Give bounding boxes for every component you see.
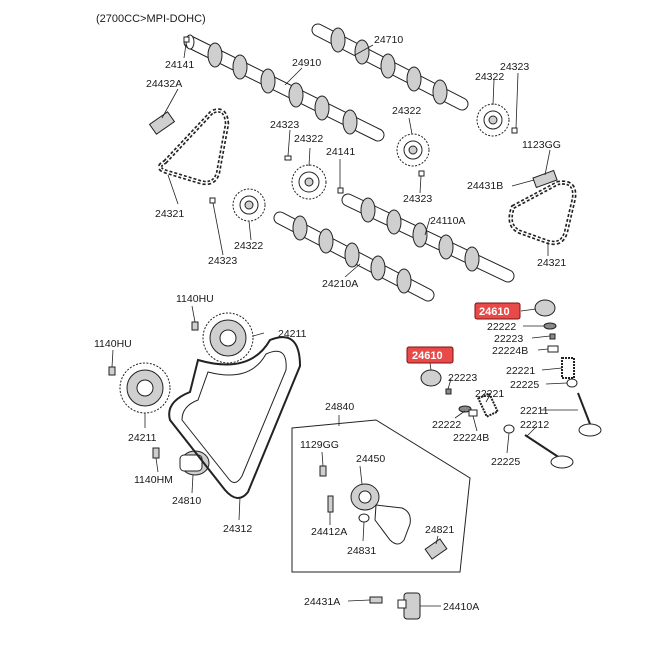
label-24610-upper: 24610 [479, 306, 510, 318]
label-24431a: 24431A [304, 596, 340, 608]
label-24323-a: 24323 [500, 61, 529, 73]
label-24211-a: 24211 [278, 328, 307, 340]
tensioner-pulley-24450 [350, 483, 380, 511]
label-24141-a: 24141 [165, 59, 194, 71]
bolt-1129gg [319, 465, 327, 477]
seal-22225 [503, 378, 578, 434]
label-24322-b: 24322 [294, 133, 323, 145]
label-24432a: 24432A [146, 78, 182, 90]
label-24322-c: 24322 [392, 105, 421, 117]
label-22211: 22211 [520, 405, 549, 417]
part-labels: 24141 24910 24710 24323 24322 24432A 243… [94, 34, 566, 613]
label-22225-a: 22225 [510, 379, 539, 391]
washer-24831 [358, 513, 370, 523]
chain-tensioner-24431b [532, 169, 558, 189]
label-22223-b: 22223 [448, 372, 477, 384]
label-24141-b: 24141 [326, 146, 355, 158]
chain-guide-24432a [148, 111, 176, 135]
keeper-22223 [445, 333, 556, 395]
camshaft-24710 [311, 23, 469, 111]
label-22212: 22212 [520, 419, 549, 431]
valve-22211 [577, 392, 602, 437]
label-22221-b: 22221 [475, 388, 504, 400]
label-24322-d: 24322 [234, 240, 263, 252]
camshaft-24910 [183, 34, 385, 142]
label-24710: 24710 [374, 34, 403, 46]
label-24321-a: 24321 [155, 208, 184, 220]
label-24810: 24810 [172, 495, 201, 507]
timing-belt-24312 [168, 336, 302, 499]
label-22221-a: 22221 [506, 365, 535, 377]
label-24323-b: 24323 [270, 119, 299, 131]
label-22225-b: 22225 [491, 456, 520, 468]
label-1129gg: 1129GG [300, 439, 339, 451]
sprocket-24322-left-upper [291, 164, 327, 200]
label-24831: 24831 [347, 545, 376, 557]
highlight-box-24610-lower [406, 346, 454, 364]
label-24450: 24450 [356, 453, 385, 465]
camshaft-24210a [273, 211, 435, 302]
bolt-24431a [369, 596, 383, 604]
tensioner-kit-box-24840 [291, 419, 471, 573]
pulley-24211-upper [202, 312, 254, 364]
label-22222-a: 22222 [487, 321, 516, 333]
label-24610-lower: 24610 [412, 350, 443, 362]
label-1140hm: 1140HM [134, 474, 173, 486]
sprocket-24322-right-lower [396, 133, 430, 167]
pulley-24211-lower [119, 362, 171, 414]
label-24110a: 24110A [430, 215, 465, 227]
label-1140hu-a: 1140HU [176, 293, 214, 305]
label-24312: 24312 [223, 523, 252, 535]
label-24412a: 24412A [311, 526, 347, 538]
label-24322-a: 24322 [475, 71, 504, 83]
camshaft-24110a [341, 193, 515, 283]
label-24910: 24910 [292, 57, 321, 69]
bolt-1140hm [152, 447, 160, 459]
sprocket-24322-left-lower [232, 188, 266, 222]
bolt-24412a [327, 495, 334, 513]
sleeve-24821 [424, 538, 448, 560]
label-24321-b: 24321 [537, 257, 566, 269]
diagram-title: (2700CC>MPI-DOHC) [96, 13, 206, 25]
idler-pulley-24810 [179, 450, 210, 476]
label-24323-d: 24323 [208, 255, 237, 267]
timing-chain-24321-left [157, 108, 230, 186]
label-24431b: 24431B [467, 180, 503, 192]
label-1140hu-b: 1140HU [94, 338, 132, 350]
label-22223-a: 22223 [494, 333, 523, 345]
sprocket-24322-right-upper [476, 103, 510, 137]
tensioner-arm [374, 504, 411, 545]
label-1123gg: 1123GG [522, 139, 561, 151]
lifter-24610-lower [420, 369, 442, 387]
timing-chain-24321-right [508, 180, 577, 246]
lifter-24610-upper [534, 299, 556, 317]
leader-lines [111, 43, 578, 607]
label-22224b-b: 22224B [453, 432, 489, 444]
label-24323-c: 24323 [403, 193, 432, 205]
label-24821: 24821 [425, 524, 454, 536]
label-22222-b: 22222 [432, 419, 461, 431]
label-24410a: 24410A [443, 601, 479, 613]
tensioner-24410a [397, 592, 421, 620]
label-24210a: 24210A [322, 278, 358, 290]
pin-24323 [183, 36, 518, 204]
valve-22212 [524, 434, 574, 469]
label-24840: 24840 [325, 401, 354, 413]
label-24211-b: 24211 [128, 432, 157, 444]
label-22224b-a: 22224B [492, 345, 528, 357]
highlight-box-24610-upper [474, 302, 521, 320]
